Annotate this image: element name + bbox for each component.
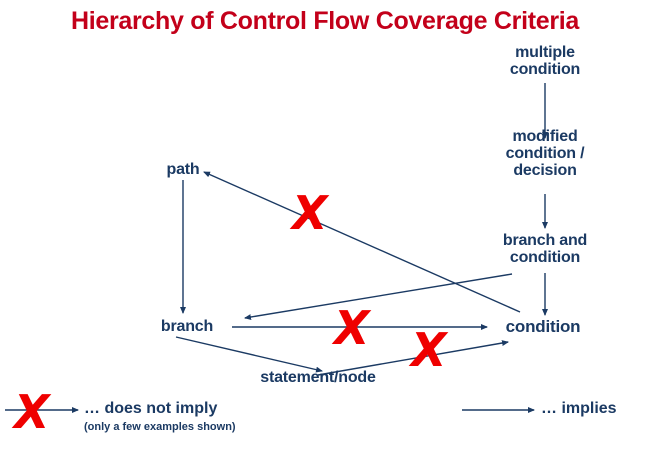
edge-condition-to-path [203,171,521,313]
edge-branch-to-statement [175,336,323,373]
x-mark-icon: X [292,186,328,240]
edge-statement-to-condition [317,340,509,376]
legend-implies-label: … implies [541,400,617,417]
node-statement-node: statement/node [260,369,376,386]
page-title: Hierarchy of Control Flow Coverage Crite… [70,7,580,35]
node-path: path [166,161,200,178]
node-condition: condition [505,317,581,336]
node-multiple-condition: multiple condition [509,44,581,78]
legend-does-not-imply-label: … does not imply [84,400,218,417]
legend-does-not-imply-note: (only a few examples shown) [84,421,236,433]
node-modified-condition-decision: modified condition / decision [505,128,585,179]
node-branch-and-condition: branch and condition [502,232,588,266]
edge-branchcond-to-branch [244,273,513,320]
x-mark-icon: X [334,301,370,355]
x-mark-icon: X [411,323,447,377]
x-mark-icon: X [14,385,50,439]
node-branch: branch [160,318,214,335]
